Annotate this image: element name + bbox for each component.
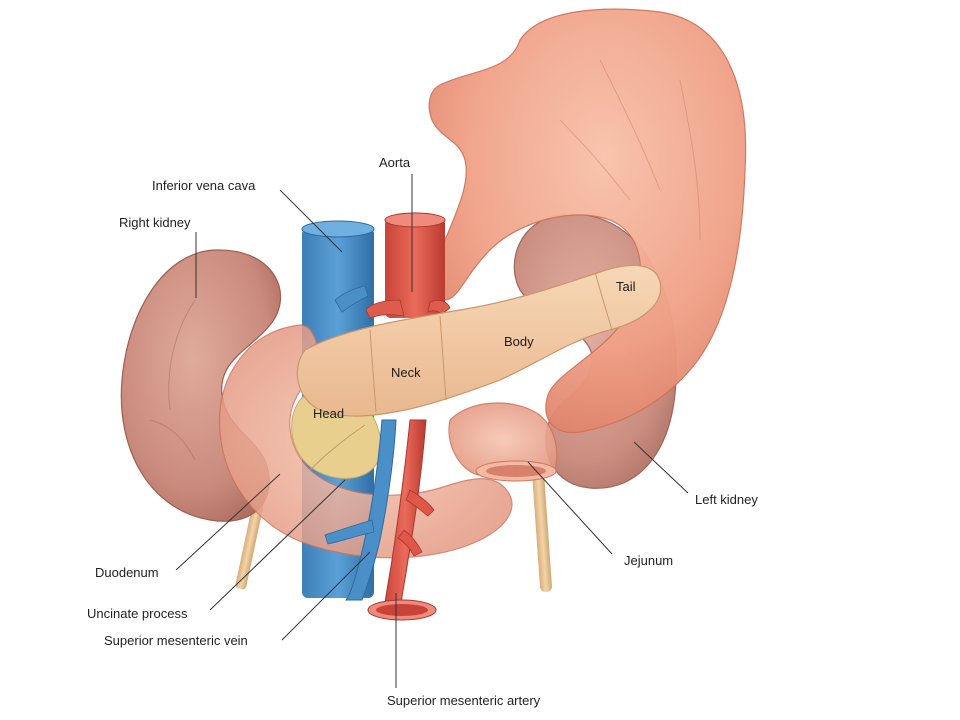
label-jejunum: Jejunum xyxy=(624,553,674,568)
label-head: Head xyxy=(313,406,345,421)
label-uncinate-process: Uncinate process xyxy=(87,606,188,621)
label-duodenum: Duodenum xyxy=(95,565,159,580)
label-tail: Tail xyxy=(616,279,636,294)
stomach-shape xyxy=(428,8,747,434)
aorta-vessel xyxy=(385,218,445,318)
label-superior-mesenteric-vein: Superior mesenteric vein xyxy=(104,633,248,648)
label-right-kidney: Right kidney xyxy=(119,215,191,230)
label-superior-mesenteric-artery: Superior mesenteric artery xyxy=(387,693,541,708)
label-left-kidney: Left kidney xyxy=(695,492,758,507)
jejunum-shape xyxy=(448,402,558,476)
label-aorta: Aorta xyxy=(379,155,411,170)
pancreas-shape xyxy=(296,264,662,417)
label-inferior-vena-cava: Inferior vena cava xyxy=(152,178,256,193)
leader-lines xyxy=(175,174,689,688)
label-body: Body xyxy=(504,334,534,349)
left-ureter xyxy=(532,470,552,592)
label-neck: Neck xyxy=(391,365,421,380)
superior-mesenteric-vein-vessel xyxy=(344,419,397,601)
duodenum-shape xyxy=(218,324,513,559)
right-ureter xyxy=(235,500,264,590)
